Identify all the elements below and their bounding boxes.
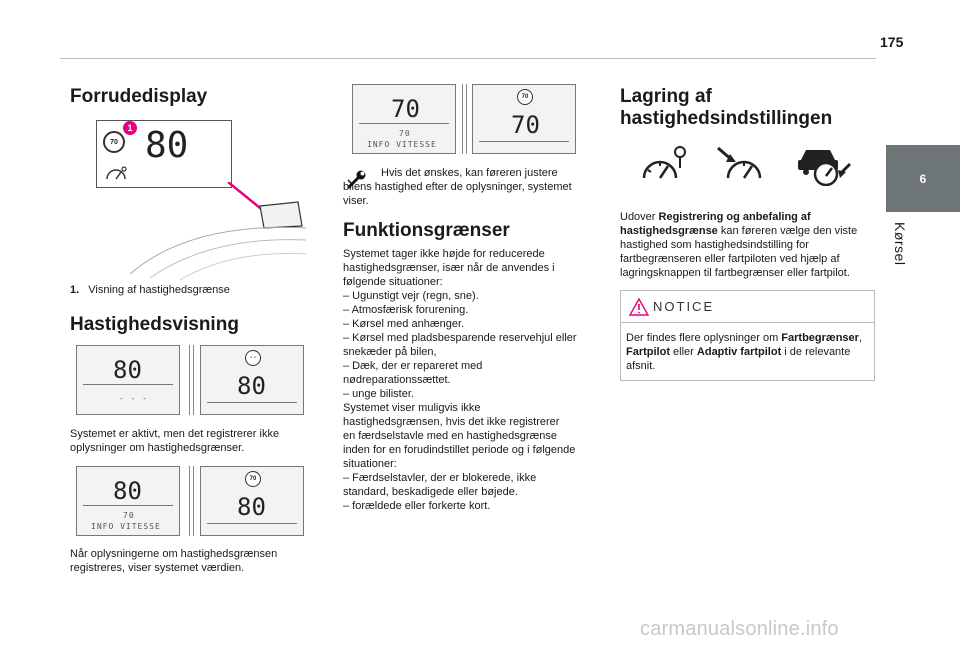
divider xyxy=(207,402,297,403)
speed-limiter-memory-icon xyxy=(642,146,686,179)
body-line: – Ugunstigt vejr (regn, sne). xyxy=(343,290,479,302)
body-line: Systemet viser muligvis ikke xyxy=(343,402,481,414)
divider xyxy=(479,141,569,142)
body-line: situationer: xyxy=(343,458,397,470)
notice-text: Der findes flere oplysninger om Fartbegr… xyxy=(626,331,866,373)
separator xyxy=(189,345,190,415)
tip-paragraph: Hvis det ønskes, kan føreren justere bil… xyxy=(343,167,572,207)
body-line: – Atmosfærisk forurening. xyxy=(343,304,469,316)
hud-figure: 70 1 80 xyxy=(70,112,306,282)
caption-number: 1. xyxy=(70,284,80,296)
body-line: Systemet tager ikke højde for reducerede xyxy=(343,248,545,260)
speedometer-icon xyxy=(106,166,127,180)
cluster-screen: 80 70 INFO VITESSE xyxy=(76,466,180,536)
cruise-control-memory-icon xyxy=(717,146,762,179)
notice-box: NOTICE Der findes flere oplysninger om F… xyxy=(620,290,875,381)
section-title-lagring-line2: hastighedsindstillingen xyxy=(620,108,833,129)
hud-speed-value: 80 xyxy=(237,493,266,521)
notice-title: NOTICE xyxy=(653,299,715,314)
body-line: – forældede eller forkerte kort. xyxy=(343,500,491,512)
body-line: hastighedsgrænsen, hvis det ikke registr… xyxy=(343,416,560,428)
notice-sep: , xyxy=(858,332,862,344)
chapter-tab[interactable]: 6 xyxy=(886,145,960,212)
body-line: nødreparationssættet. xyxy=(343,374,451,386)
separator xyxy=(466,84,467,154)
paragraph-with-info: Når oplysningerne om hastighedsgrænsen r… xyxy=(70,548,278,574)
speed-limit-sign-icon: 70 xyxy=(517,89,533,105)
notice-sep: eller xyxy=(670,346,697,358)
cluster-screen: 80 - - - xyxy=(76,345,180,415)
hud-screen: - - 80 xyxy=(200,345,304,415)
body-line: – unge bilister. xyxy=(343,388,414,400)
notice-header: NOTICE xyxy=(621,291,874,323)
info-limit-value: 70 xyxy=(399,129,411,138)
body-line: en færdselstavle med en hastighedsgrænse xyxy=(343,430,558,442)
notice-bold-2: Fartpilot xyxy=(626,346,670,358)
warning-triangle-icon xyxy=(629,298,649,316)
display-figure-adjusted: 70 70 INFO VITESSE 70 70 xyxy=(348,84,584,156)
cluster-speed-value: 80 xyxy=(113,356,142,384)
hud-speed-value: 80 xyxy=(237,372,266,400)
hud-speed-value: 70 xyxy=(511,111,540,139)
caption-text: Visning af hastighedsgrænse xyxy=(88,284,230,296)
speed-limit-sign-icon: 70 xyxy=(103,131,125,153)
info-vitesse-label: INFO VITESSE xyxy=(367,140,437,149)
intro-text-cont: kan føreren vælge den viste hastighed so… xyxy=(620,225,858,279)
body-line: hastighedsgrænser, især når de anvendes … xyxy=(343,262,555,274)
divider xyxy=(207,523,297,524)
windshield-projection-illustration xyxy=(129,182,306,281)
adaptive-cruise-memory-icon xyxy=(798,150,852,186)
notice-bold-1: Fartbegrænser xyxy=(781,332,859,344)
section-title-forrudedisplay: Forrudedisplay xyxy=(70,86,208,107)
display-figure-with-info: 80 70 INFO VITESSE 70 80 xyxy=(70,466,306,538)
body-line: inden for en forudindstillet periode og … xyxy=(343,444,576,456)
hud-screen: 70 80 xyxy=(200,466,304,536)
cluster-speed-value: 80 xyxy=(113,477,142,505)
figure-caption: 1. Visning af hastighedsgrænse xyxy=(70,283,306,297)
body-line: følgende situationer: xyxy=(343,276,443,288)
notice-bold-3: Adaptiv fartpilot xyxy=(696,346,782,358)
intro-text: Udover xyxy=(620,211,659,223)
separator xyxy=(189,466,190,536)
separator xyxy=(193,466,194,536)
intro-bold: Registrering og anbefaling af hastigheds… xyxy=(620,211,811,237)
separator xyxy=(193,345,194,415)
top-rule xyxy=(60,58,876,59)
cluster-screen: 70 70 INFO VITESSE xyxy=(352,84,456,154)
body-line: – Kørsel med pladsbesparende reservehjul… xyxy=(343,332,577,344)
hud-screen: 70 70 xyxy=(472,84,576,154)
display-figure-no-info: 80 - - - - - 80 xyxy=(70,345,306,417)
separator xyxy=(462,84,463,154)
body-line: – Færdselstavler, der er blokerede, ikke xyxy=(343,472,537,484)
section-title-funktionsgraenser: Funktionsgrænser xyxy=(343,220,510,241)
cluster-speed-value: 70 xyxy=(391,95,420,123)
empty-limit-sign-icon: - - xyxy=(245,350,261,366)
section-title-hastighedsvisning: Hastighedsvisning xyxy=(70,314,239,335)
watermark: carmanualsonline.info xyxy=(640,618,839,640)
body-line: snekæder på bilen, xyxy=(343,346,437,358)
body-line: – Kørsel med anhænger. xyxy=(343,318,465,330)
notice-text-start: Der findes flere oplysninger om xyxy=(626,332,782,344)
body-line: – Dæk, der er repareret med xyxy=(343,360,483,372)
wrench-tip-icon xyxy=(347,170,366,189)
hud-display-screen: 70 1 80 xyxy=(96,120,232,188)
divider xyxy=(359,123,449,124)
divider xyxy=(83,384,173,385)
chapter-label: Kørsel xyxy=(892,222,908,266)
divider xyxy=(83,505,173,506)
no-limit-dashes: - - - xyxy=(119,394,149,403)
paragraph-no-info: Systemet er aktivt, men det registrerer … xyxy=(70,428,280,454)
info-limit-value: 70 xyxy=(123,511,135,520)
notice-text-end: i de relevante afsnit. xyxy=(626,346,851,372)
callout-badge: 1 xyxy=(123,121,137,135)
limitations-body: Systemet tager ikke højde for reducerede… xyxy=(343,247,593,513)
speed-limit-sign-icon: 70 xyxy=(245,471,261,487)
storage-intro-paragraph: Udover Registrering og anbefaling af has… xyxy=(620,210,860,280)
section-title-lagring-line1: Lagring af xyxy=(620,86,712,107)
page-number: 175 xyxy=(880,34,904,50)
hud-speed-value: 80 xyxy=(145,125,189,166)
body-line: standard, beskadigede eller bøjede. xyxy=(343,486,518,498)
info-vitesse-label: INFO VITESSE xyxy=(91,522,161,531)
